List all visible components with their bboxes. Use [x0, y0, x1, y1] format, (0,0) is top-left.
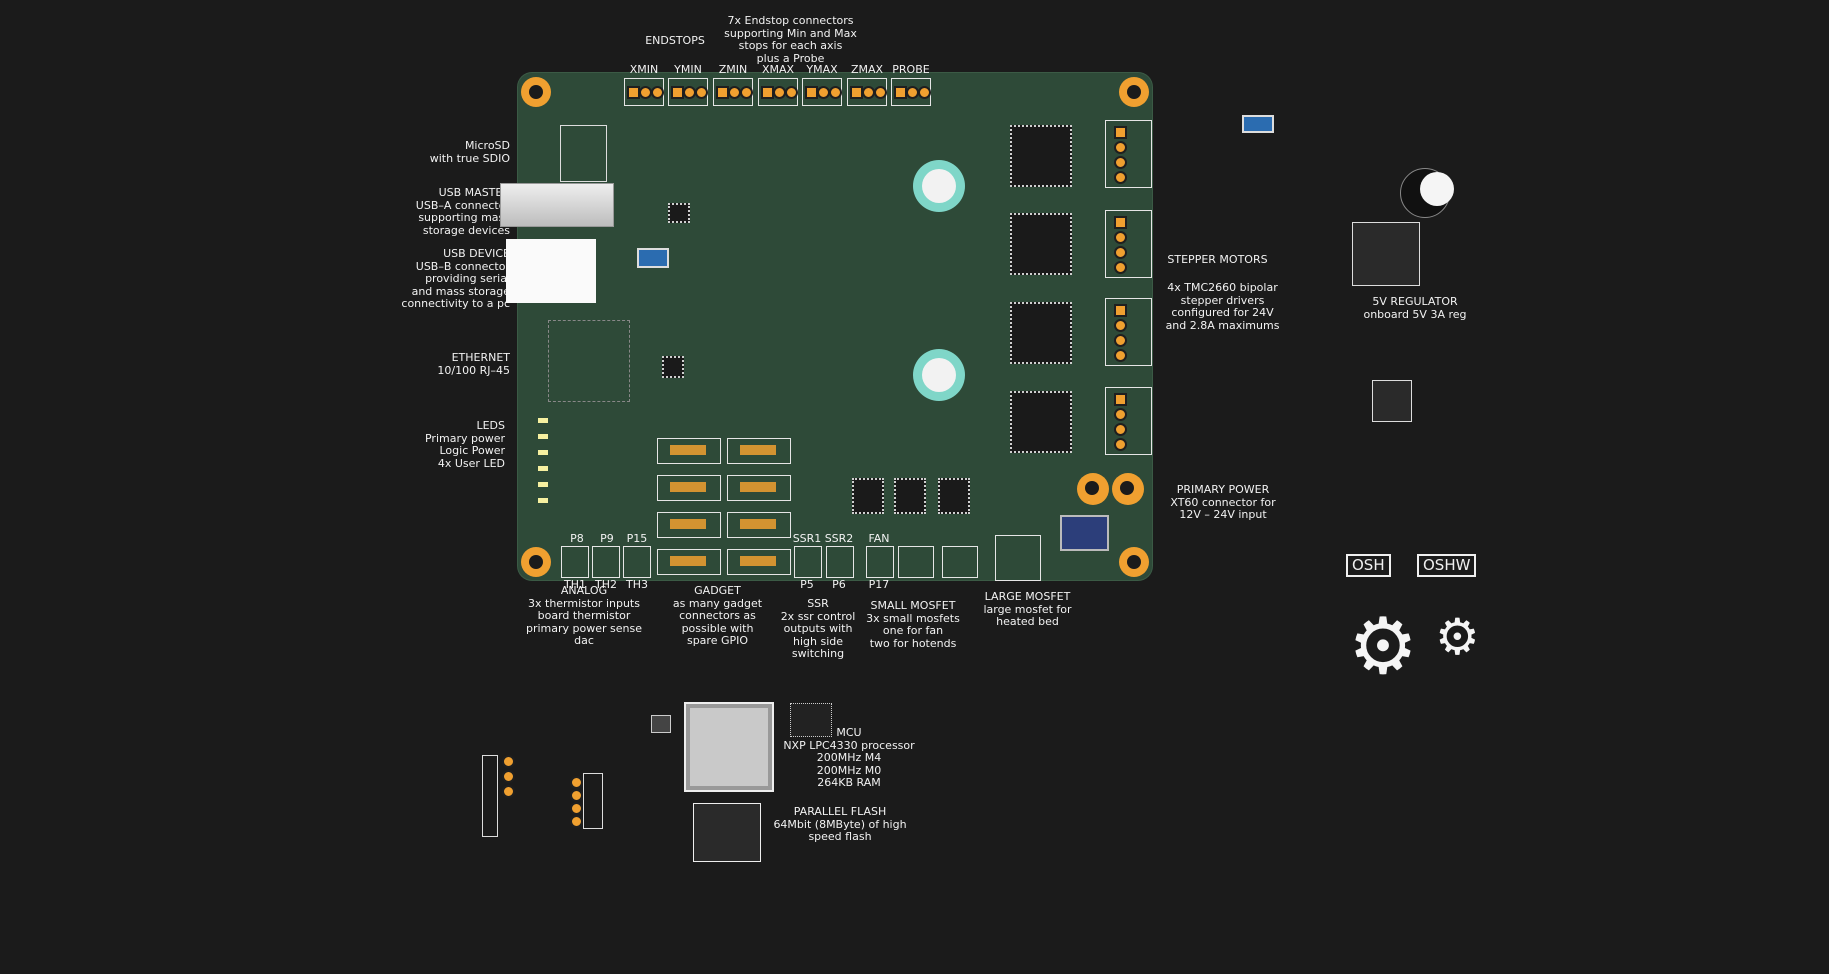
stepper-motors-title: STEPPER MOTORS — [1167, 253, 1268, 266]
connector-top-name: SSR1 — [792, 532, 822, 545]
mosfet — [938, 478, 970, 514]
stepper-driver-chip — [1010, 213, 1072, 275]
endstop-name: XMAX — [761, 63, 795, 76]
usb-device-label: USB DEVICE USB–B connector providing ser… — [401, 247, 510, 310]
small-mosfet-label: SMALL MOSFET 3x small mosfets one for fa… — [866, 599, 960, 650]
connector-top-name: P8 — [570, 532, 584, 545]
regulator-ic — [1372, 380, 1412, 422]
connector-top-name: P9 — [600, 532, 614, 545]
stepper-driver-chip — [1010, 302, 1072, 364]
top-right-component — [1242, 115, 1274, 133]
small-chip — [790, 703, 832, 737]
crystal — [651, 715, 671, 733]
endstops-description: 7x Endstop connectors supporting Min and… — [724, 14, 857, 65]
endstop-name: YMIN — [674, 63, 702, 76]
regulator-capacitor-top — [1420, 172, 1454, 206]
connector-bottom-name: P6 — [832, 578, 846, 591]
fuse-component — [637, 248, 669, 268]
stepper-driver-chip — [1010, 391, 1072, 453]
mounting-hole — [521, 547, 551, 577]
electrolytic-capacitor — [913, 160, 965, 212]
ethernet-phy-chip — [662, 356, 684, 378]
usb-master-label: USB MASTER USB–A connector supporting ma… — [415, 186, 510, 237]
mounting-hole — [1119, 77, 1149, 107]
usb-a-connector — [500, 183, 614, 227]
electrolytic-capacitor — [913, 349, 965, 401]
regulator-inductor — [1352, 222, 1420, 286]
gear-icon: ⚙ — [1435, 608, 1480, 666]
connector-top-name: FAN — [868, 532, 890, 545]
mcu-label: MCU NXP LPC4330 processor 200MHz M4 200M… — [783, 726, 915, 789]
gear-icon: ⚙ — [1348, 602, 1418, 692]
mcu-chip — [684, 702, 774, 792]
connector-bottom-name: P17 — [868, 578, 890, 591]
large-mosfet — [1060, 515, 1109, 551]
connector-bottom-name: TH3 — [626, 578, 648, 591]
stepper-motors-description: 4x TMC2660 bipolar stepper drivers confi… — [1165, 281, 1280, 332]
gadget-label: GADGET as many gadget connectors as poss… — [672, 584, 763, 647]
endstop-name: PROBE — [892, 63, 930, 76]
mosfet — [894, 478, 926, 514]
ethernet-jack-outline — [548, 320, 630, 402]
flash-chip — [693, 803, 761, 862]
connector-top-name: SSR2 — [824, 532, 854, 545]
microsd-slot — [560, 125, 607, 182]
usb-hub-chip — [668, 203, 690, 223]
connector-bottom-name: TH1 — [564, 578, 586, 591]
usb-b-connector — [506, 239, 596, 303]
oshw-logo: OSHW — [1417, 554, 1477, 577]
stepper-driver-chip — [1010, 125, 1072, 187]
mounting-hole — [1119, 547, 1149, 577]
ssr-label: SSR 2x ssr control outputs with high sid… — [780, 597, 856, 660]
endstop-name: ZMIN — [718, 63, 748, 76]
osh-logo: OSH — [1346, 554, 1391, 577]
mounting-hole — [521, 77, 551, 107]
analog-label: ANALOG 3x thermistor inputs board thermi… — [525, 584, 642, 647]
endstops-title: ENDSTOPS — [645, 34, 705, 47]
flash-label: PARALLEL FLASH 64Mbit (8MByte) of high s… — [773, 805, 907, 843]
ethernet-label: ETHERNET 10/100 RJ–45 — [437, 351, 510, 377]
regulator-label: 5V REGULATOR onboard 5V 3A reg — [1363, 295, 1467, 321]
connector-bottom-name: P5 — [800, 578, 814, 591]
endstop-name: ZMAX — [850, 63, 884, 76]
leds-label: LEDS Primary power Logic Power 4x User L… — [424, 419, 505, 470]
connector-bottom-name: TH2 — [595, 578, 617, 591]
large-mosfet-label: LARGE MOSFET large mosfet for heated bed — [983, 590, 1072, 628]
connector-top-name: P15 — [626, 532, 648, 545]
primary-power-label: PRIMARY POWER XT60 connector for 12V – 2… — [1170, 483, 1276, 521]
endstop-name: XMIN — [629, 63, 659, 76]
microsd-label: MicroSD with true SDIO — [429, 139, 510, 165]
mosfet — [852, 478, 884, 514]
endstop-name: YMAX — [806, 63, 838, 76]
